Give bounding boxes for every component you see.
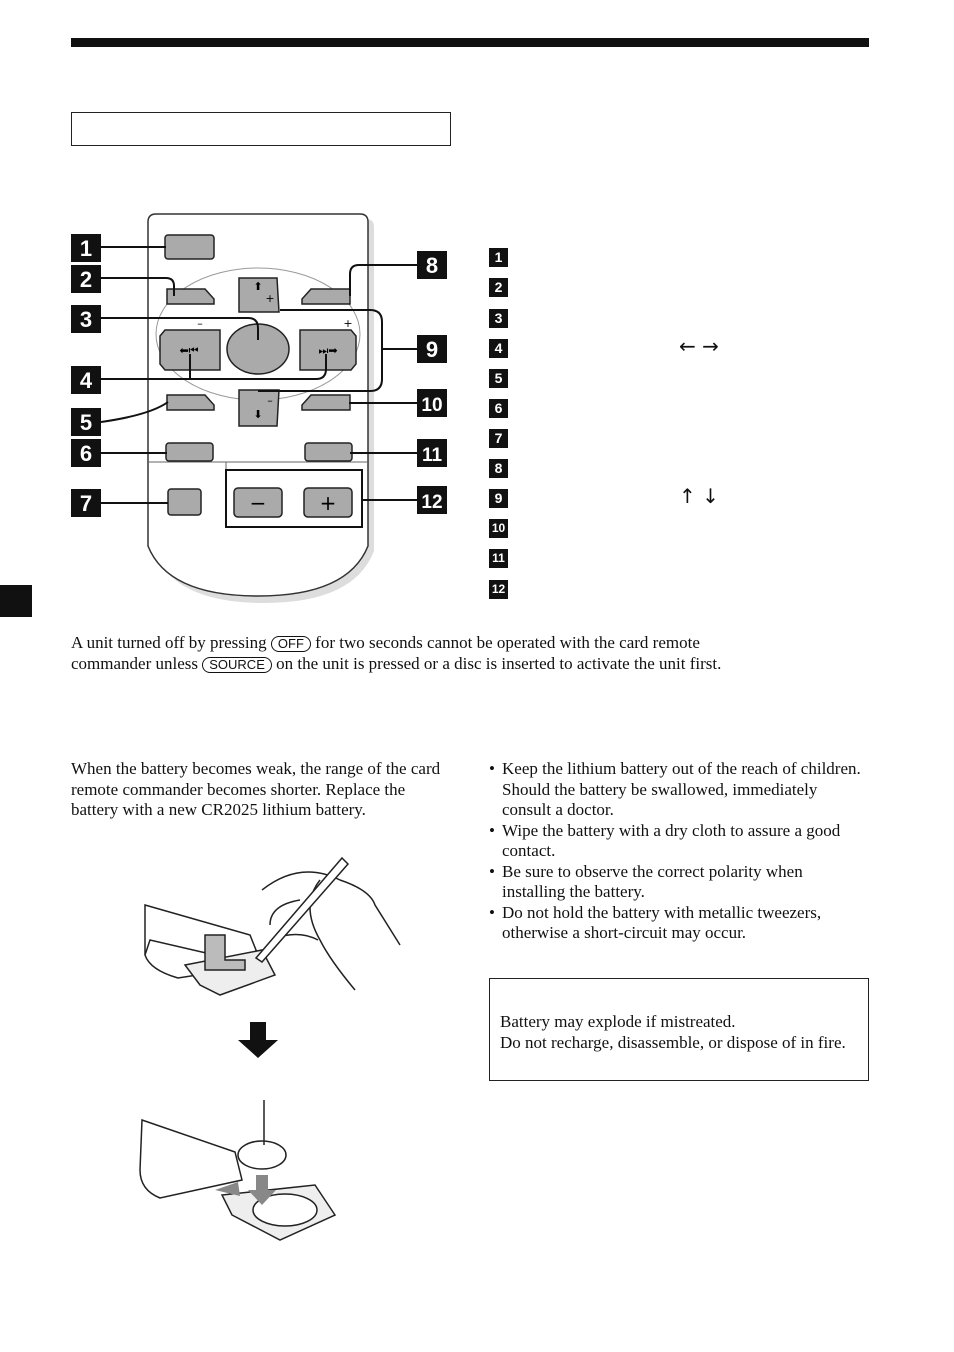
legend-item: 9↑ ↓ [489,486,719,509]
side-tab [0,585,32,617]
legend-item: 12 [489,580,508,600]
legend-item: 7 [489,429,508,449]
legend-item: 10 [489,519,508,539]
left-minus-label: – [197,317,203,330]
battery-paragraph: When the battery becomes weak, the range… [71,759,441,819]
legend-item: 3 [489,309,508,329]
left-right-arrows-icon: ← → [679,334,719,358]
callout-7: 7 [80,491,92,516]
note-paragraph: A unit turned off by pressing OFF for tw… [71,633,722,673]
callout-10: 10 [421,395,442,416]
header-rule [71,38,869,47]
callout-4: 4 [80,368,93,393]
caution-box: Battery may explode if mistreated. Do no… [489,978,869,1081]
legend-item: 11 [489,549,508,569]
legend-item: 2 [489,278,508,298]
pad-minus-label: – [267,394,273,407]
svg-text:⏭➡: ⏭➡ [318,344,337,357]
callout-1: 1 [80,236,92,261]
callout-8: 8 [426,253,438,278]
down-arrow-icon [238,1022,278,1058]
list-item: Do not hold the battery with metallic tw… [489,903,869,944]
legend-item: 8 [489,459,508,479]
section-title-box [71,112,451,146]
remote-diagram: ⬆ ⬇ ⬅⏮ ⏭➡ + – – + − + 1 2 3 4 5 6 7 8 9 … [71,213,447,603]
legend-item: 6 [489,399,508,419]
callout-2: 2 [80,267,92,292]
up-down-arrows-icon: ↑ ↓ [679,484,719,508]
callout-5: 5 [80,410,92,435]
legend-item: 4← → [489,336,719,359]
source-key-label: SOURCE [202,656,272,673]
battery-replacement-illustration [139,856,401,1241]
svg-text:⬆: ⬆ [253,280,262,293]
list-item: Wipe the battery with a dry cloth to ass… [489,821,869,862]
svg-text:⬅⏮: ⬅⏮ [179,344,198,357]
list-item: Keep the lithium battery out of the reac… [489,759,869,821]
callout-11: 11 [422,445,443,466]
list-item: Be sure to observe the correct polarity … [489,862,869,903]
callout-12: 12 [421,492,442,513]
caution-line-2: Do not recharge, disassemble, or dispose… [500,1032,846,1052]
battery-notes-list: Keep the lithium battery out of the reac… [489,759,869,944]
legend-item: 5 [489,369,508,389]
callout-6: 6 [80,441,92,466]
callout-3: 3 [80,307,92,332]
callout-9: 9 [426,337,438,362]
vol-plus-label: + [320,491,337,515]
legend-item: 1 [489,248,508,268]
right-plus-label: + [343,317,352,330]
pad-plus-label: + [265,292,274,305]
caution-line-1: Battery may explode if mistreated. [500,1012,736,1031]
off-key-label: OFF [270,636,311,652]
svg-text:⬇: ⬇ [253,408,262,421]
vol-minus-label: − [250,491,267,515]
